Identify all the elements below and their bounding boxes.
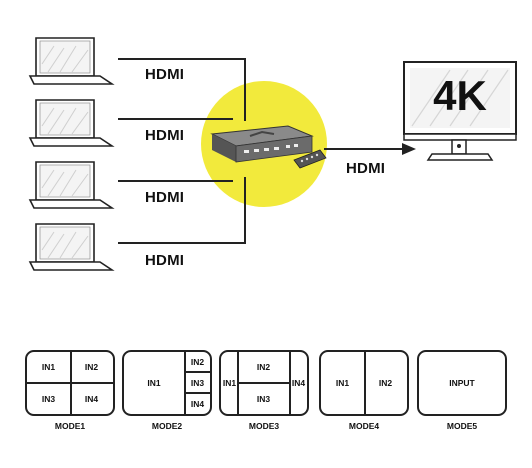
mode1-in2-label: IN2 <box>84 362 99 372</box>
hdmi-label-output: HDMI <box>346 160 386 177</box>
mode1-diagram: IN1 IN2 IN3 IN4 <box>25 350 115 416</box>
hdmi-label-input-4: HDMI <box>145 252 185 269</box>
mode4-in2-label: IN2 <box>378 378 393 388</box>
mode1-in3-label: IN3 <box>41 394 56 404</box>
laptop-icon <box>28 37 115 85</box>
mode1-in4-label: IN4 <box>84 394 99 404</box>
hdmi-switch-device-icon <box>210 125 314 163</box>
divider <box>364 352 366 414</box>
divider <box>289 352 291 414</box>
divider <box>184 371 210 373</box>
mode1-label: MODE1 <box>54 421 86 431</box>
hdmi-label-input-3: HDMI <box>145 189 185 206</box>
divider <box>184 352 186 414</box>
mode3-label: MODE3 <box>248 421 280 431</box>
laptop-icon <box>28 161 115 209</box>
laptop-icon <box>28 99 115 147</box>
divider <box>237 382 289 384</box>
divider <box>184 392 210 394</box>
mode2-in3-label: IN3 <box>190 378 205 388</box>
mode3-in2-label: IN2 <box>256 362 271 372</box>
divider <box>27 382 113 384</box>
mode4-in1-label: IN1 <box>335 378 350 388</box>
mode3-diagram: IN1 IN2 IN3 IN4 <box>219 350 309 416</box>
mode2-diagram: IN1 IN2 IN3 IN4 <box>122 350 212 416</box>
monitor-icon <box>403 61 517 161</box>
hdmi-label-input-1: HDMI <box>145 66 185 83</box>
laptop-icon <box>28 223 115 271</box>
mode5-input-label: INPUT <box>449 378 475 388</box>
output-arrow <box>324 143 416 155</box>
mode4-label: MODE4 <box>348 421 380 431</box>
input-lines <box>118 58 246 244</box>
mode3-in1-label: IN1 <box>222 378 237 388</box>
monitor-badge: 4K <box>433 72 487 119</box>
mode3-in3-label: IN3 <box>256 394 271 404</box>
mode2-in4-label: IN4 <box>190 399 205 409</box>
mode5-diagram: INPUT <box>417 350 507 416</box>
mode2-label: MODE2 <box>151 421 183 431</box>
hdmi-label-input-2: HDMI <box>145 127 185 144</box>
remote-control-icon <box>293 149 327 169</box>
mode2-in2-label: IN2 <box>190 357 205 367</box>
mode3-in4-label: IN4 <box>291 378 306 388</box>
mode1-in1-label: IN1 <box>41 362 56 372</box>
connection-diagram <box>28 37 517 271</box>
mode5-label: MODE5 <box>446 421 478 431</box>
mode2-in1-label: IN1 <box>147 378 161 388</box>
mode4-diagram: IN1 IN2 <box>319 350 409 416</box>
